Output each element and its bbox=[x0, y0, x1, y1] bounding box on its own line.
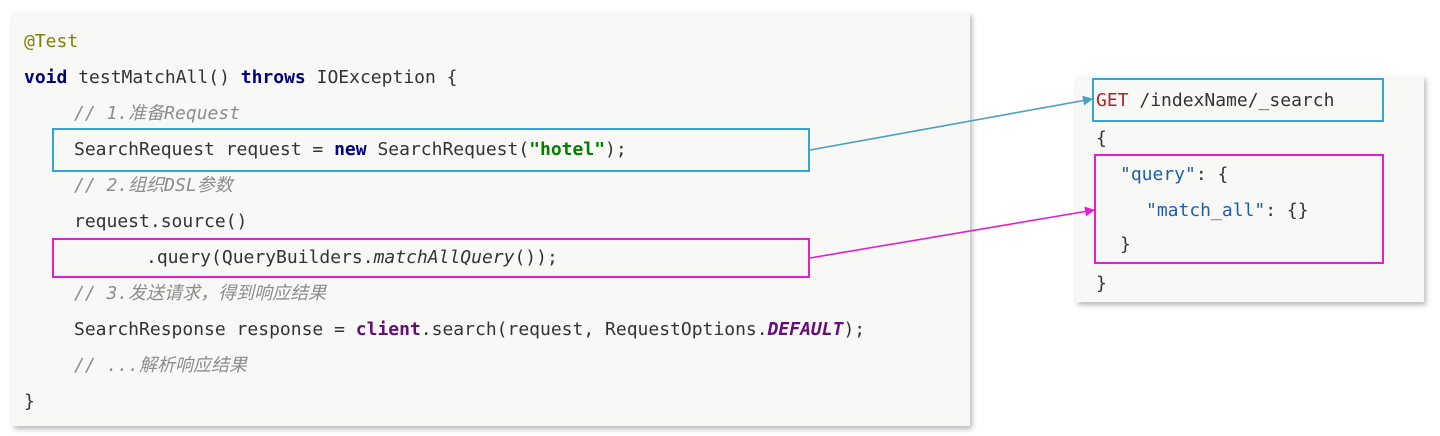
code-line-source: request.source() bbox=[74, 211, 248, 232]
index-name-string: "hotel" bbox=[529, 139, 606, 160]
dsl-request-line: GET /indexName/_search bbox=[1096, 89, 1334, 113]
code-line-method-signature: void testMatchAll() throws IOException { bbox=[24, 66, 458, 90]
dsl-outer-close: } bbox=[1096, 273, 1107, 294]
code-line-annotation: @Test bbox=[24, 30, 78, 54]
http-method: GET bbox=[1096, 90, 1129, 111]
request-path: /indexName/_search bbox=[1128, 90, 1335, 111]
response-end: ); bbox=[843, 319, 866, 340]
code-comment-3: // 3.发送请求，得到响应结果 bbox=[74, 283, 327, 304]
code-close-brace: } bbox=[24, 391, 35, 412]
code-line-search-request: SearchRequest request = new SearchReques… bbox=[74, 138, 627, 162]
keyword-throws: throws bbox=[240, 67, 306, 88]
query-value-open: : { bbox=[1195, 164, 1229, 185]
code-comment-4: // ...解析响应结果 bbox=[74, 355, 248, 376]
code-comment-2: // 2.组织DSL参数 bbox=[74, 175, 233, 196]
query-highlight-box bbox=[52, 238, 810, 278]
match-all-query-method: matchAllQuery bbox=[373, 247, 515, 268]
test-annotation: @Test bbox=[24, 31, 79, 52]
method-name: testMatchAll() bbox=[67, 67, 241, 88]
search-call: .search(request, RequestOptions. bbox=[420, 319, 768, 340]
method-exception: IOException { bbox=[305, 67, 458, 88]
request-end: ); bbox=[605, 139, 627, 160]
dsl-open-brace: { bbox=[1096, 128, 1107, 149]
response-declaration: SearchResponse response = bbox=[74, 319, 356, 340]
default-options-constant: DEFAULT bbox=[767, 319, 844, 340]
match-all-key: "match_all" bbox=[1146, 200, 1266, 221]
code-comment-1: // 1.准备Request bbox=[74, 103, 241, 124]
code-line-query: .query(QueryBuilders.matchAllQuery()); bbox=[146, 246, 558, 270]
request-declaration: SearchRequest request = bbox=[74, 139, 335, 160]
client-field: client bbox=[355, 319, 421, 340]
code-line-search-response: SearchResponse response = client.search(… bbox=[74, 318, 865, 342]
dsl-match-all-line: "match_all": {} bbox=[1146, 199, 1309, 223]
query-call: .query(QueryBuilders. bbox=[146, 247, 374, 268]
query-end: ()); bbox=[514, 247, 558, 268]
json-dsl-panel bbox=[1076, 76, 1424, 302]
keyword-new: new bbox=[334, 139, 367, 160]
dsl-query-line: "query": { bbox=[1120, 163, 1228, 187]
dsl-inner-close: } bbox=[1120, 234, 1131, 255]
query-body-highlight-box bbox=[1094, 154, 1384, 264]
match-all-value: : {} bbox=[1265, 200, 1309, 221]
get-request-highlight-box bbox=[1092, 78, 1384, 122]
keyword-void: void bbox=[24, 67, 68, 88]
query-key: "query" bbox=[1120, 164, 1196, 185]
request-constructor: SearchRequest( bbox=[366, 139, 530, 160]
search-request-highlight-box bbox=[52, 128, 810, 172]
